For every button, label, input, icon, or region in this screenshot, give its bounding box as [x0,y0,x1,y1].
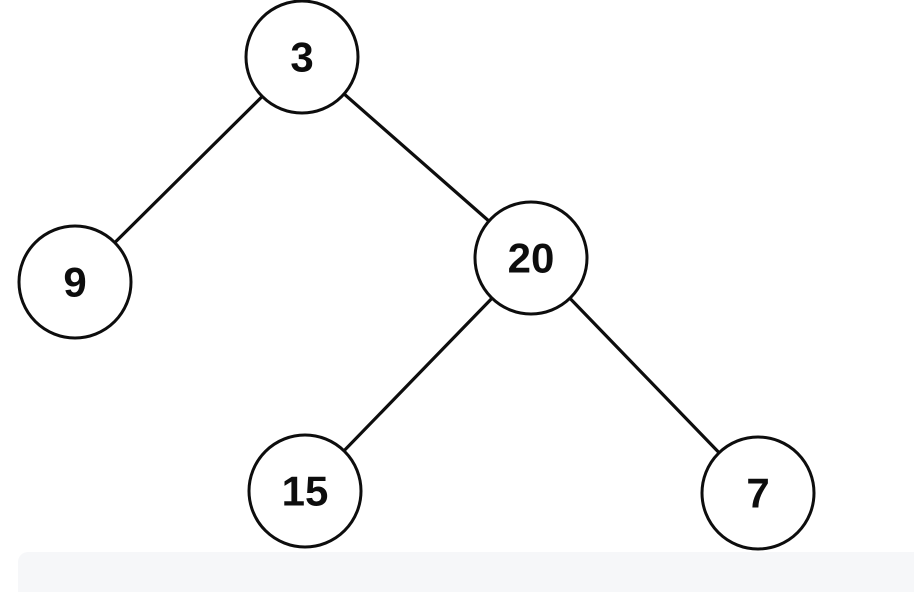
tree-node-20: 20 [473,200,589,316]
tree-node-circle-9 [17,224,133,340]
tree-node-9: 9 [17,224,133,340]
tree-node-label: 3 [290,34,313,81]
binary-tree-diagram: 3 9 20 15 7 [17,0,816,551]
tree-node-circle-7 [700,435,816,551]
tree-node-7: 7 [700,435,816,551]
bottom-panel-edge [18,552,914,592]
tree-node-circle-15 [247,433,363,549]
tree-node-circle-3 [244,0,360,115]
tree-node-15: 15 [247,433,363,549]
tree-node-circle-20 [473,200,589,316]
tree-node-label: 15 [282,468,329,515]
tree-node-label: 9 [63,259,86,306]
diagram-canvas: 3 9 20 15 7 [17,0,816,551]
tree-node-label: 7 [746,470,769,517]
tree-node-label: 20 [508,235,555,282]
tree-node-3: 3 [244,0,360,115]
